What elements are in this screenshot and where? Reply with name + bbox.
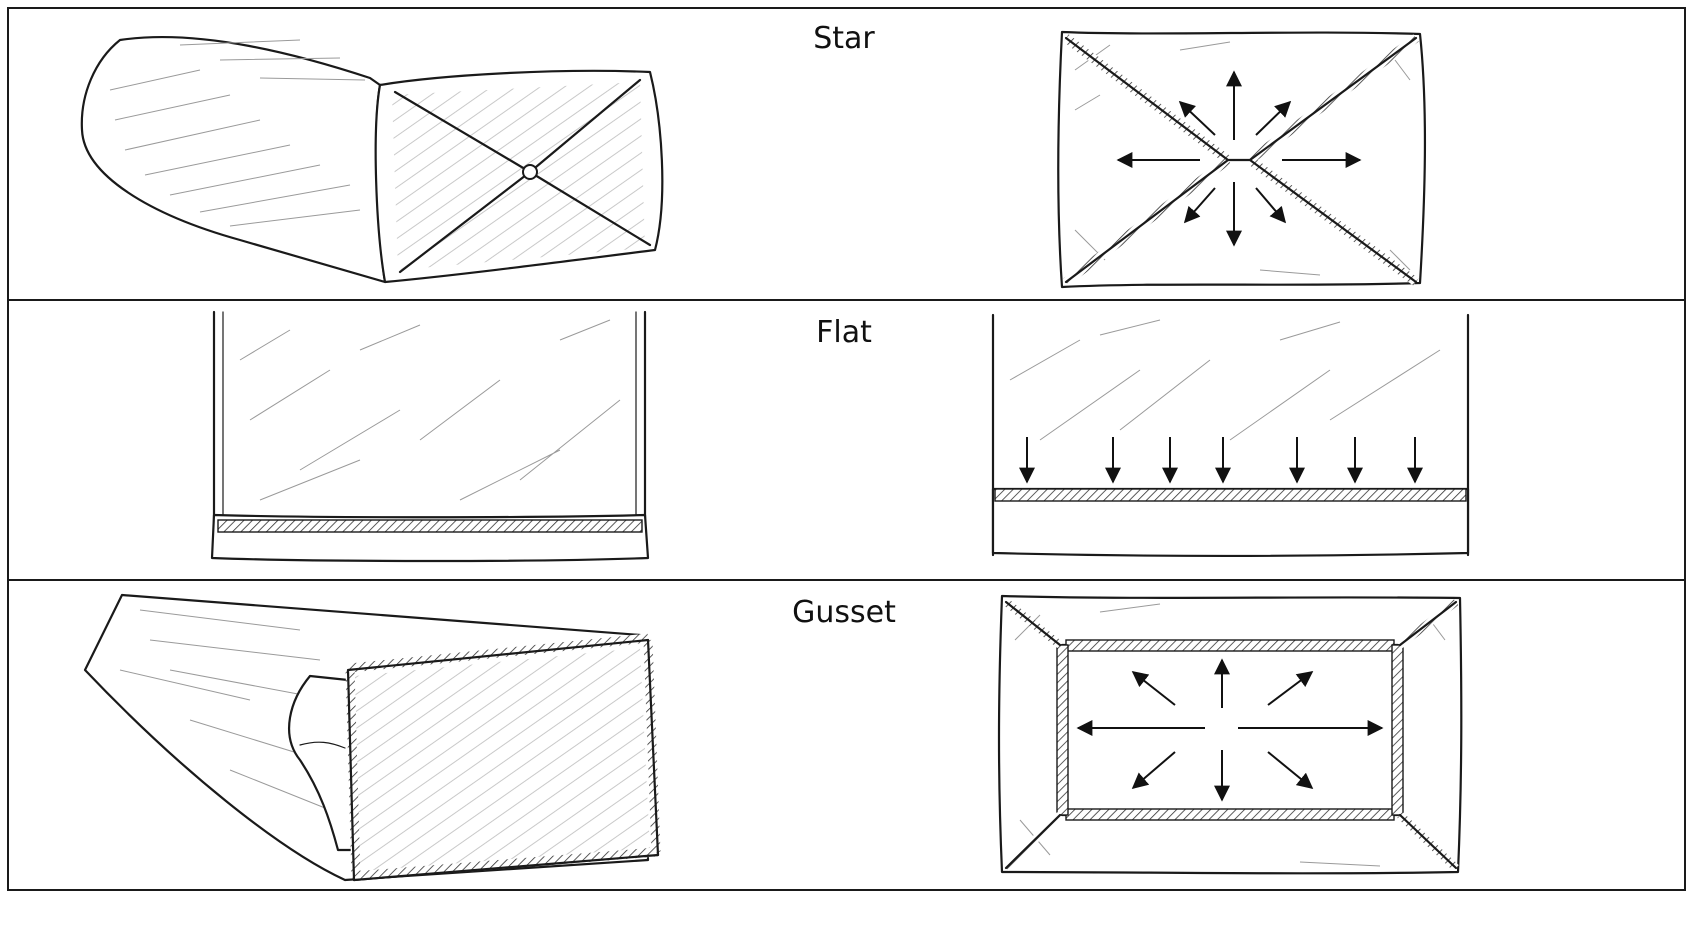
star-bag-topdown xyxy=(1057,30,1427,289)
gusset-direction-arrows xyxy=(1076,658,1384,802)
outer-frame xyxy=(7,7,1686,891)
arrow-icon xyxy=(1178,100,1216,136)
arrow-icon xyxy=(1267,671,1314,706)
arrow-icon xyxy=(1267,751,1314,790)
panel-title-flat: Flat xyxy=(816,315,872,350)
star-direction-arrows xyxy=(1116,70,1362,247)
flat-bag-section xyxy=(991,313,1470,558)
star-bag-perspective xyxy=(80,35,664,284)
arrow-icon xyxy=(1255,100,1292,136)
panel-flat: Flat xyxy=(210,310,1470,563)
arrow-icon xyxy=(1131,751,1176,790)
gusset-bag-perspective xyxy=(83,593,661,882)
arrow-icon xyxy=(1255,187,1287,224)
flat-bag-front xyxy=(210,310,650,563)
arrow-icon xyxy=(1183,187,1216,224)
arrow-icon xyxy=(1131,671,1176,706)
panel-star: Star xyxy=(80,21,1427,289)
gusset-bag-topdown xyxy=(997,594,1463,875)
flat-direction-arrows xyxy=(1019,437,1423,484)
panel-gusset: Gusset xyxy=(83,593,1463,882)
panel-title-gusset: Gusset xyxy=(792,595,896,630)
panel-title-star: Star xyxy=(813,21,875,56)
